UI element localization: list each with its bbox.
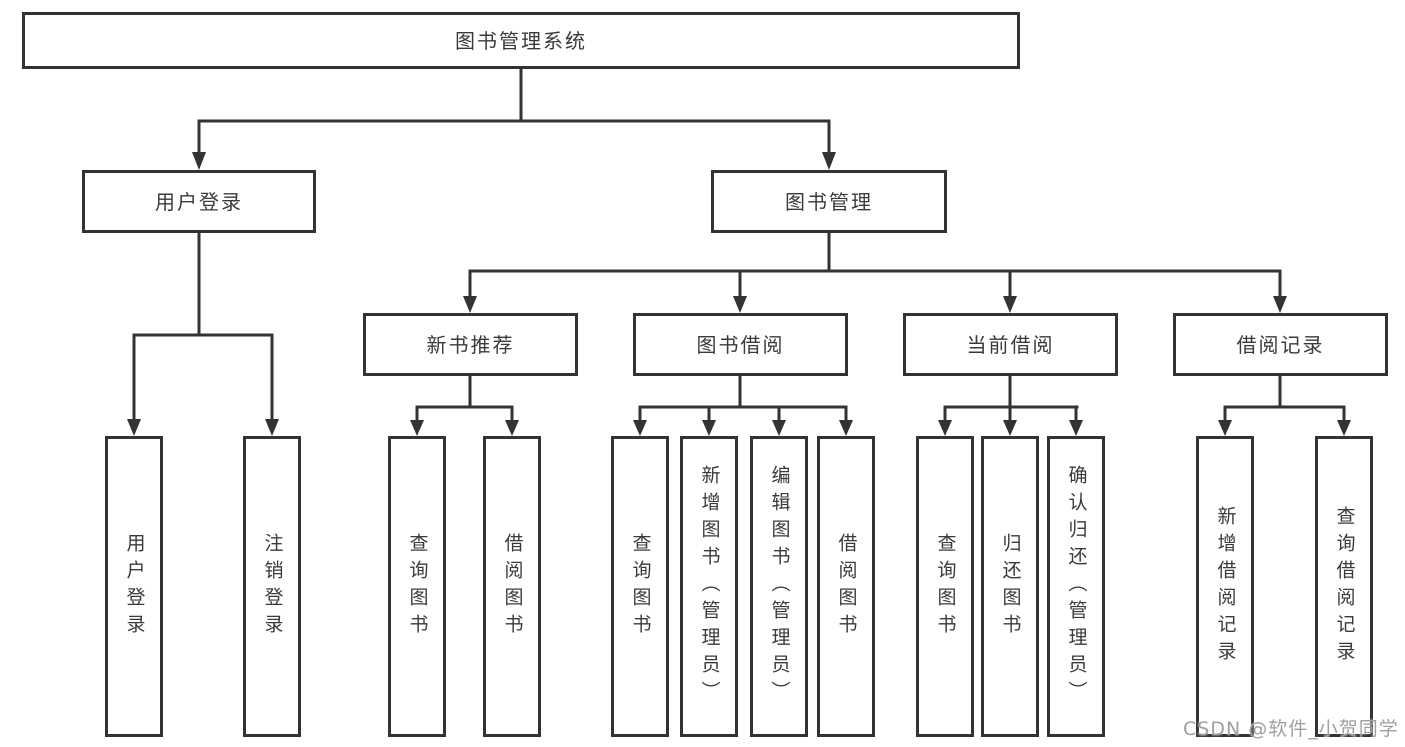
leaf-return-book: 归还图书 [981,436,1039,737]
node-borrowing-records: 借阅记录 [1173,313,1388,376]
node-root: 图书管理系统 [22,12,1020,69]
leaf-logout: 注销登录 [243,436,301,737]
leaf-query-borrow-record: 查询借阅记录 [1315,436,1373,737]
leaf-borrow-books-borrowing: 借阅图书 [817,436,875,737]
leaf-query-books-current: 查询图书 [916,436,974,737]
node-user-login-branch: 用户登录 [82,170,316,233]
leaf-add-book-admin: 新增图书（管理员） [680,436,738,737]
node-book-borrowing: 图书借阅 [633,313,848,376]
leaf-borrow-books-recommend: 借阅图书 [483,436,541,737]
watermark: CSDN @软件_小贺同学 [1183,718,1399,740]
leaf-query-books-recommend: 查询图书 [388,436,446,737]
leaf-query-books-borrowing: 查询图书 [611,436,669,737]
leaf-user-login: 用户登录 [105,436,163,737]
leaf-edit-book-admin: 编辑图书（管理员） [750,436,808,737]
leaf-confirm-return-admin: 确认归还（管理员） [1047,436,1105,737]
node-book-management: 图书管理 [711,170,947,233]
leaf-add-borrow-record: 新增借阅记录 [1196,436,1254,737]
node-new-book-recommendation: 新书推荐 [363,313,578,376]
node-current-borrowing: 当前借阅 [903,313,1118,376]
